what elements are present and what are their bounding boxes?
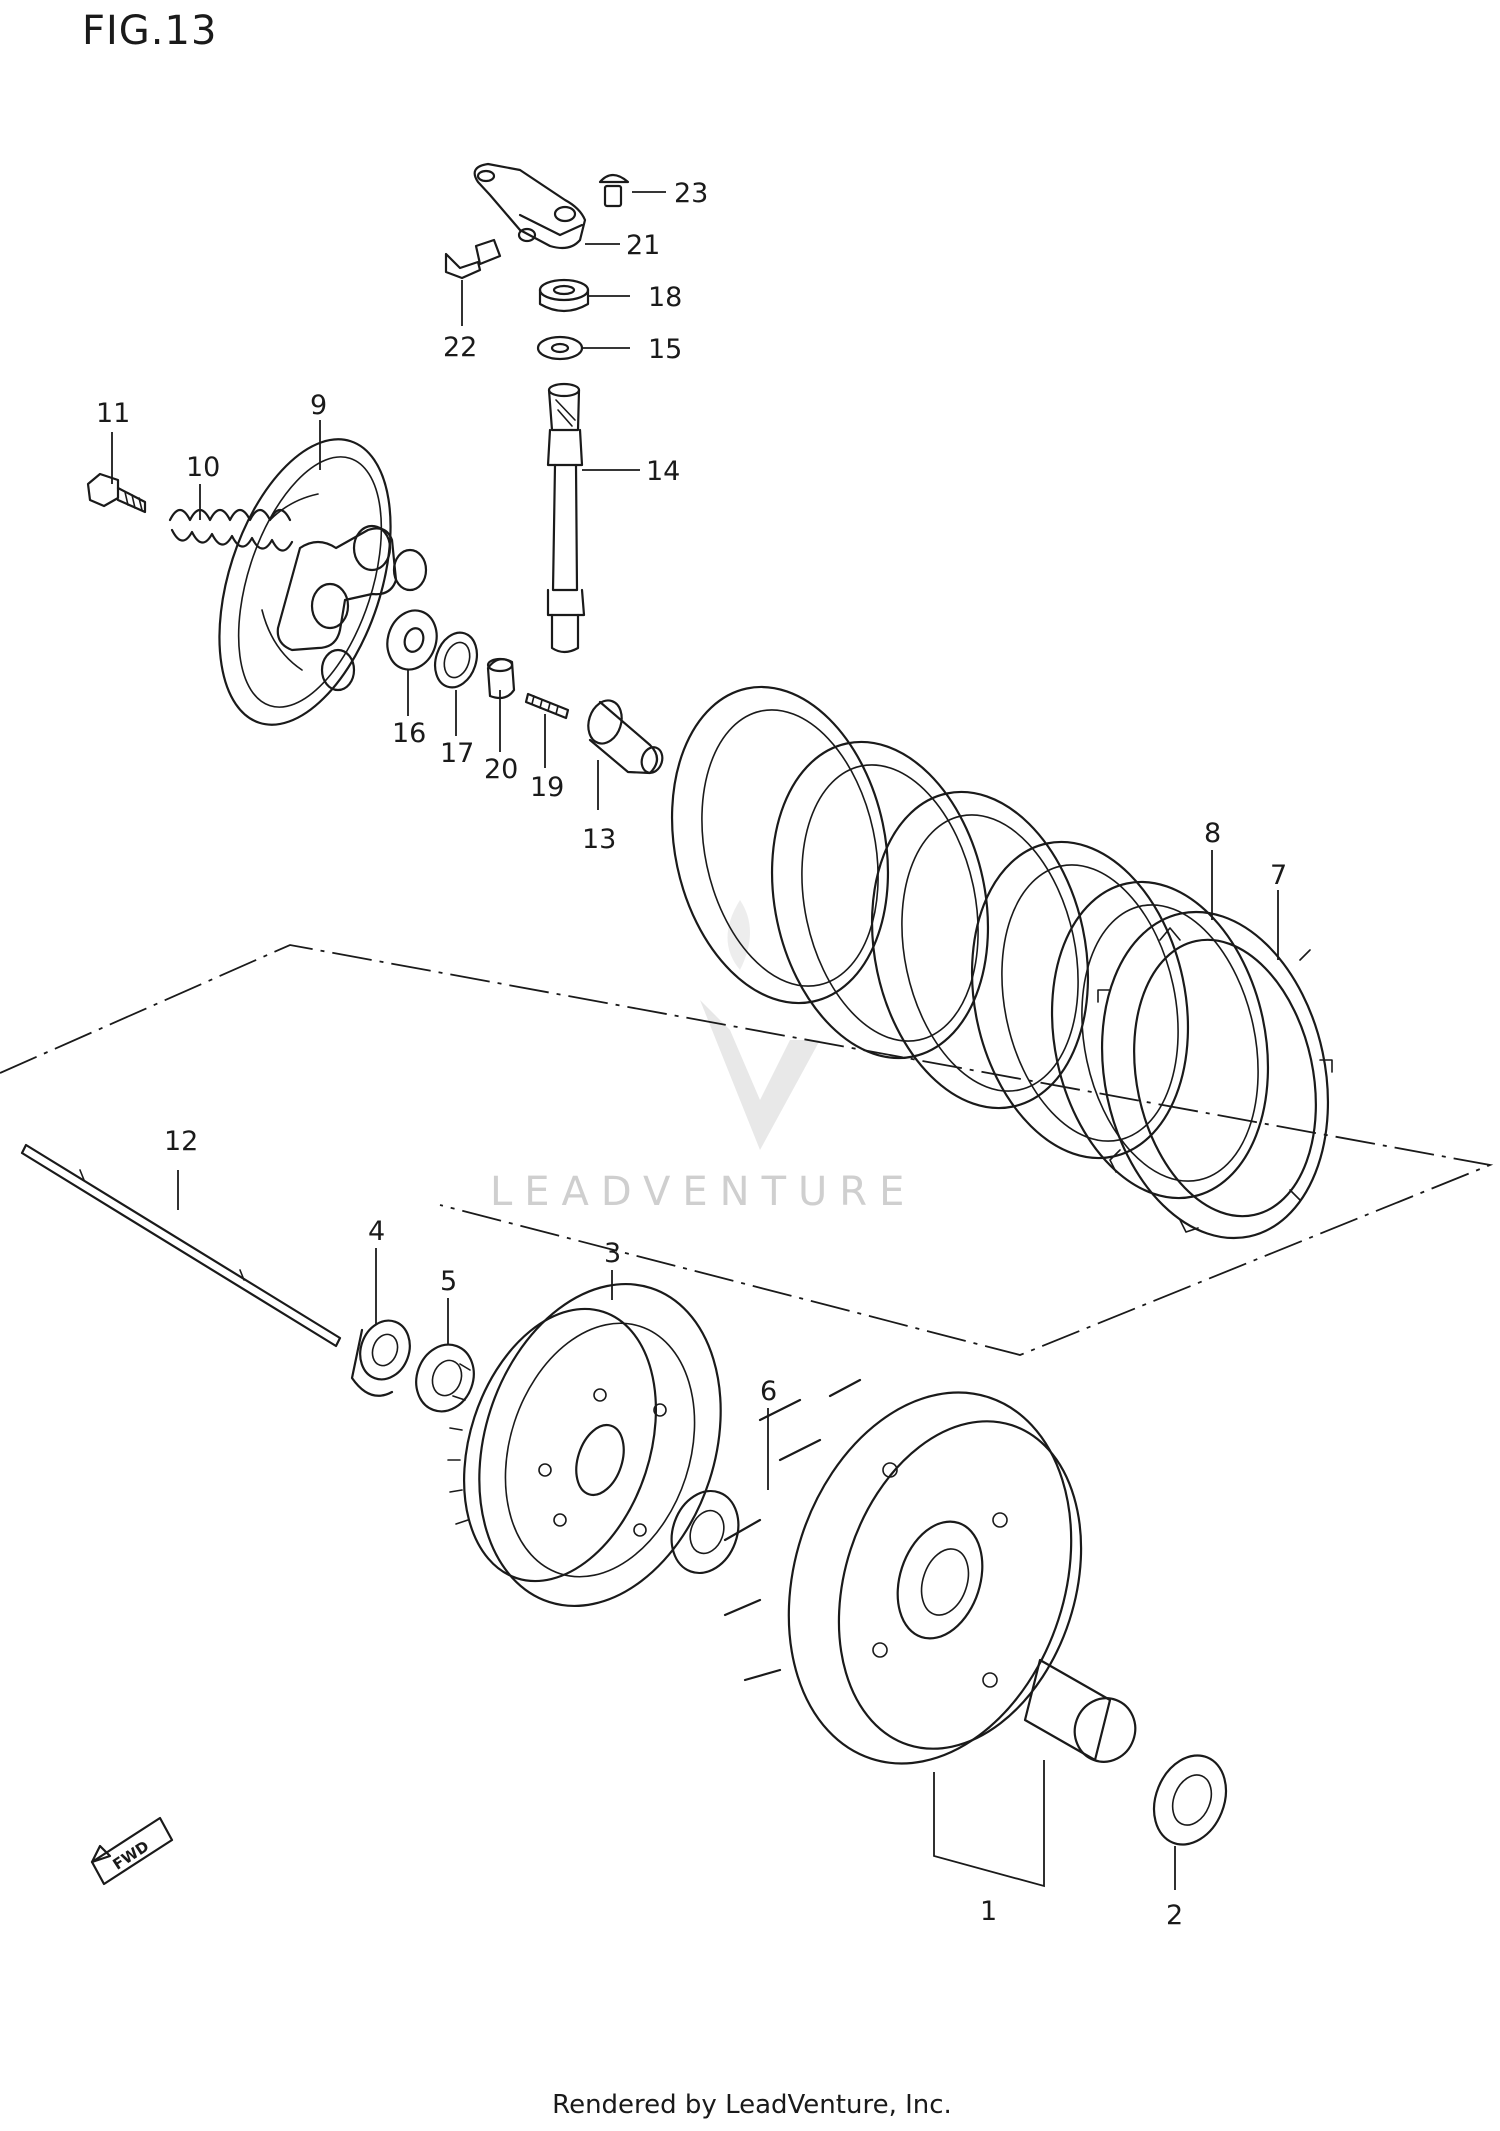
callout-10: 10 [186,452,220,483]
callout-21: 21 [626,230,660,261]
part-4-spacer [350,1319,411,1397]
part-6-thrust-washer [670,1489,740,1575]
part-14-push-rod [546,382,586,654]
footer-credit: Rendered by LeadVenture, Inc. [0,2090,1500,2120]
callout-15: 15 [648,334,682,365]
figure-title: FIG.13 [82,8,218,54]
callout-12: 12 [164,1126,198,1157]
forward-direction-arrow-icon: FWD [90,1816,174,1886]
part-20-collar [486,657,516,700]
watermark-text: LEADVENTURE [490,1169,916,1215]
callout-9: 9 [310,390,327,421]
callout-23: 23 [674,178,708,209]
fwd-label: FWD [109,1837,152,1873]
part-3-driven-gear [447,1283,722,1607]
callout-11: 11 [96,398,130,429]
part-1-clutch-housing [723,1378,1137,1765]
clutch-plate-stack [670,685,1333,1240]
part-23-screw [598,173,630,208]
part-18-nut [538,278,590,313]
callout-1: 1 [980,1896,997,1927]
part-10-spring [168,508,294,552]
callout-3: 3 [604,1238,621,1269]
callout-17: 17 [440,738,474,769]
part-19-pin [524,692,570,720]
callout-19: 19 [530,772,564,803]
part-5-lock-washer [415,1343,475,1413]
callout-14: 14 [646,456,680,487]
part-22-bolt [444,238,502,280]
part-17-bearing [434,631,478,689]
leader-lines [111,191,1279,1890]
callout-4: 4 [368,1216,385,1247]
part-11-bolt [86,472,147,514]
part-9-pressure-plate [218,438,428,726]
assembly-boundary [0,944,1494,1356]
callout-8: 8 [1204,818,1221,849]
footer-text: Rendered by LeadVenture, Inc. [552,2090,952,2120]
part-13-push-piece [587,699,664,775]
callout-22: 22 [443,332,477,363]
callout-6: 6 [760,1376,777,1407]
part-15-washer [536,335,584,361]
part-2-washer [1152,1754,1228,1846]
part-16-washer [386,609,438,671]
part-7-friction-plate [1100,910,1330,1240]
part-21-lever [473,162,587,250]
callout-20: 20 [484,754,518,785]
callout-13: 13 [582,824,616,855]
callout-18: 18 [648,282,682,313]
callout-16: 16 [392,718,426,749]
watermark-logo [700,900,820,1150]
callout-7: 7 [1270,860,1287,891]
part-12-push-rod-shaft [20,1143,342,1348]
callout-labels: 23 21 22 18 15 14 11 9 10 16 17 20 19 13… [96,178,1287,1931]
callout-2: 2 [1166,1900,1183,1931]
callout-5: 5 [440,1266,457,1297]
